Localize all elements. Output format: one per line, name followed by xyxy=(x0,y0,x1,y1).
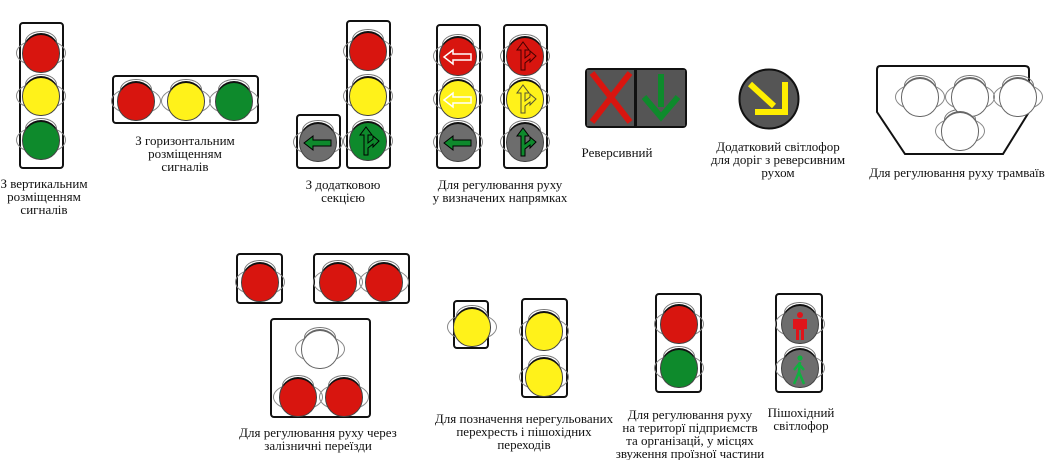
caption-line: залізничні переїзди xyxy=(264,438,372,453)
caption-line: розміщенням xyxy=(7,189,81,204)
caption-line: З горизонтальним xyxy=(135,133,235,148)
caption-line: на територї підприємств xyxy=(622,420,758,435)
yellow-left-arrow-lamp xyxy=(433,77,483,119)
caption-line: Для регулювання руху xyxy=(437,177,563,192)
yellow-lamp xyxy=(519,309,569,351)
tram-lamp xyxy=(945,75,995,117)
reversible-additional-light xyxy=(738,68,800,130)
green-lamp xyxy=(16,118,66,160)
red-left-arrow-lamp xyxy=(433,34,483,76)
caption-line: Пішохідний xyxy=(767,405,835,420)
caption-line: розміщенням xyxy=(148,146,222,161)
caption-pedestrian: Пішохідний світлофор xyxy=(768,406,835,432)
green-lamp xyxy=(654,346,704,388)
yellow-lamp xyxy=(161,79,211,121)
caption-line: у визначених напрямках xyxy=(432,190,568,205)
green-straight-right-arrow-lamp xyxy=(343,119,393,161)
red-standing-person-lamp xyxy=(775,302,825,344)
caption-line: сигналів xyxy=(20,202,68,217)
caption-tram: Для регулювання руху трамваїв xyxy=(869,166,1045,179)
caption-line: секцією xyxy=(321,190,365,205)
yellow-lamp xyxy=(343,74,393,116)
caption-reversible-additional: Додатковий світлофор для доріг з реверси… xyxy=(711,140,845,179)
green-straight-right-arrow-lamp xyxy=(500,120,550,162)
caption-reversible: Реверсивний xyxy=(582,146,653,159)
caption-line: Для регулювання руху трамваїв xyxy=(869,165,1045,180)
caption-line: Реверсивний xyxy=(581,145,653,160)
caption-line: світлофор xyxy=(773,418,829,433)
green-left-arrow-lamp xyxy=(433,120,483,162)
red-lamp xyxy=(313,260,363,302)
yellow-lamp xyxy=(16,74,66,116)
red-straight-right-arrow-lamp xyxy=(500,34,550,76)
caption-line: З вертикальним xyxy=(0,176,88,191)
caption-directions: Для регулювання руху у визначених напрям… xyxy=(433,178,568,204)
yellow-lamp xyxy=(447,305,497,347)
caption-line: рухом xyxy=(761,165,795,180)
caption-line: Для позначення нерегульованих xyxy=(434,411,614,426)
red-lamp xyxy=(16,31,66,73)
green-walking-person-lamp xyxy=(775,346,825,388)
red-lamp xyxy=(111,79,161,121)
red-lamp xyxy=(235,260,285,302)
red-lamp xyxy=(273,375,323,417)
caption-line: та організацй, у місцях xyxy=(626,433,754,448)
caption-line: для доріг з реверсивним xyxy=(710,152,846,167)
caption-line: Додатковий світлофор xyxy=(716,139,840,154)
yellow-diagonal-arrow-icon xyxy=(747,81,788,115)
green-left-arrow-lamp xyxy=(293,120,343,162)
caption-line: сигналів xyxy=(161,159,209,174)
green-down-arrow-icon xyxy=(641,74,681,122)
green-lamp xyxy=(209,79,259,121)
caption-enterprise: Для регулювання руху на територї підприє… xyxy=(616,408,765,460)
caption-additional-section: З додатковою секцією xyxy=(306,178,381,204)
caption-line: переходів xyxy=(497,437,551,452)
caption-line: звуження проїзної частини xyxy=(615,446,765,460)
caption-vertical: З вертикальним розміщенням сигналів xyxy=(0,177,87,216)
caption-line: Для регулювання руху через xyxy=(239,425,397,440)
caption-line: З додатковою xyxy=(305,177,381,192)
white-lamp xyxy=(295,327,345,369)
red-x-icon xyxy=(589,71,633,124)
red-lamp xyxy=(319,375,369,417)
red-lamp xyxy=(359,260,409,302)
red-lamp xyxy=(343,29,393,71)
tram-lamp xyxy=(895,75,945,117)
caption-horizontal: З горизонтальним розміщенням сигналів xyxy=(135,134,235,173)
red-lamp xyxy=(654,302,704,344)
caption-unregulated: Для позначення нерегульованих перехресть… xyxy=(435,412,613,451)
yellow-straight-right-arrow-lamp xyxy=(500,77,550,119)
caption-line: перехресть і пішохідних xyxy=(456,424,592,439)
caption-line: Для регулювання руху xyxy=(627,407,753,422)
caption-railway: Для регулювання руху через залізничні пе… xyxy=(239,426,397,452)
reversible-traffic-light xyxy=(585,68,687,128)
yellow-lamp xyxy=(519,355,569,397)
tram-lamp xyxy=(993,75,1043,117)
